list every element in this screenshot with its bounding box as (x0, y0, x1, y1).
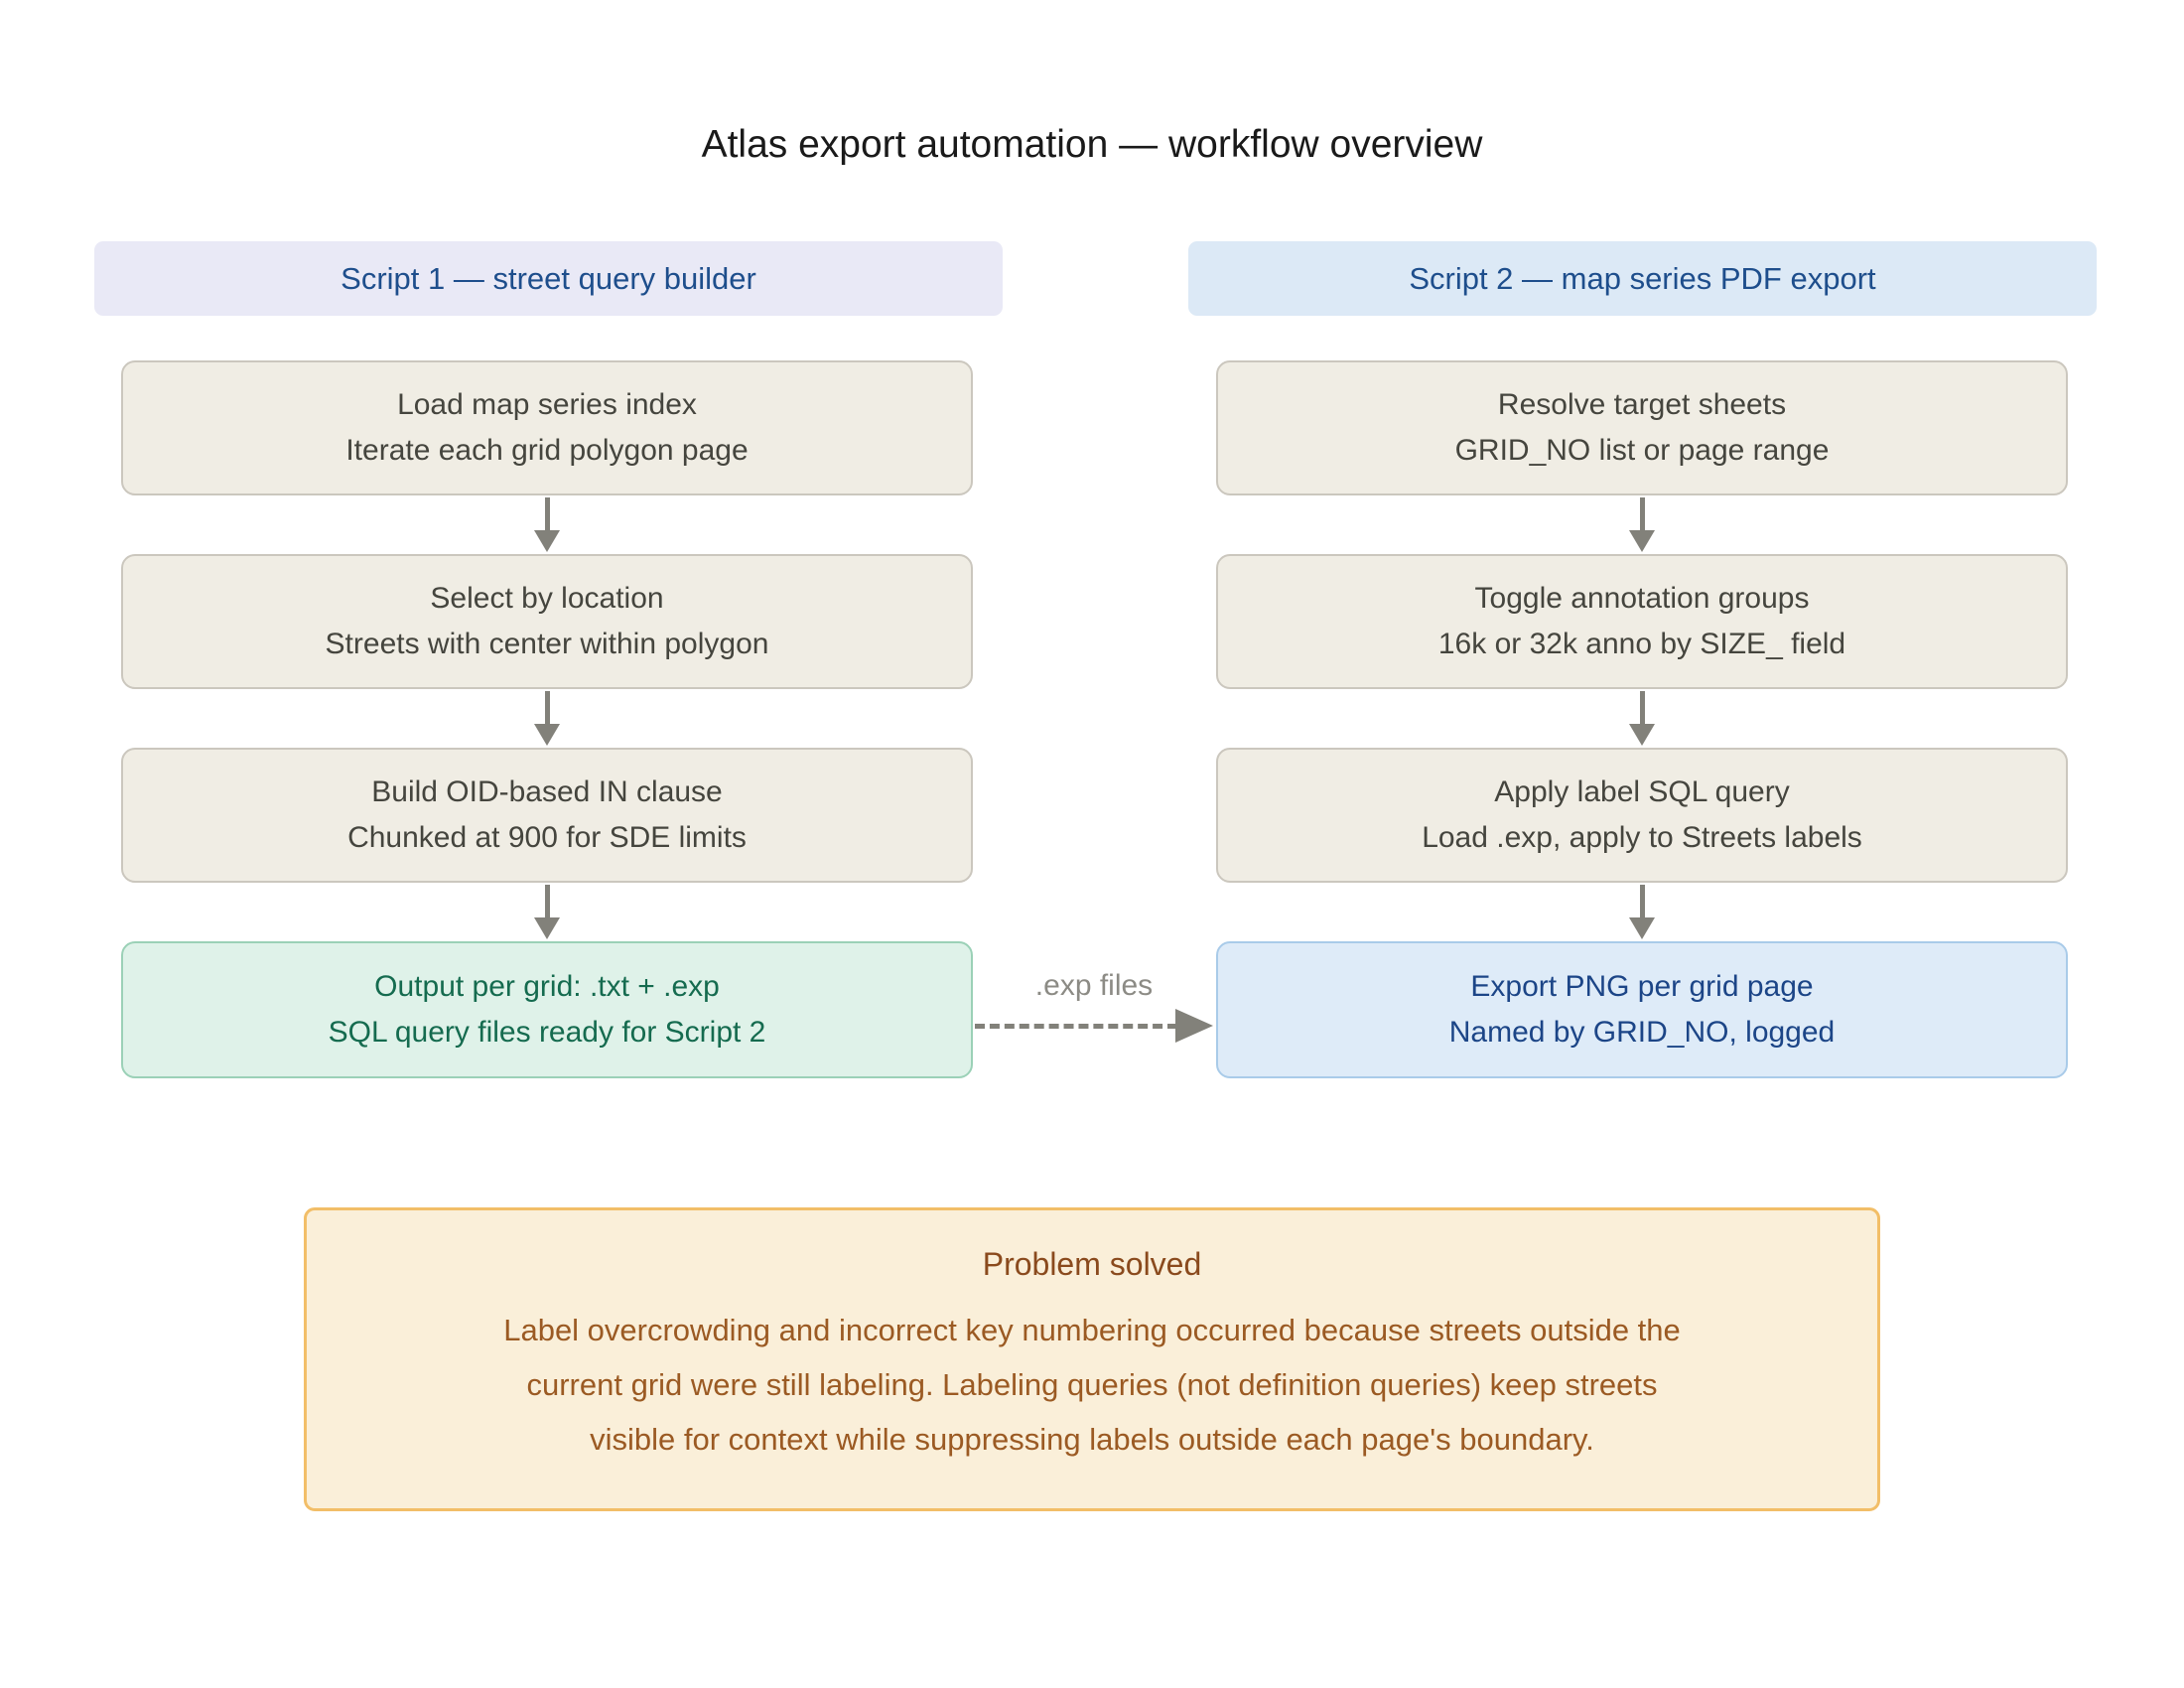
step-subtitle: GRID_NO list or page range (1454, 434, 1830, 467)
down-arrow-icon (1629, 497, 1655, 552)
step-subtitle: Named by GRID_NO, logged (1448, 1016, 1836, 1049)
step-select-by-location: Select by location Streets with center w… (121, 554, 973, 689)
column-header-script-2: Script 2 — map series PDF export (1188, 241, 2097, 316)
step-apply-label-sql-query: Apply label SQL query Load .exp, apply t… (1216, 748, 2068, 883)
down-arrow-icon (534, 885, 560, 939)
step-build-in-clause: Build OID-based IN clause Chunked at 900… (121, 748, 973, 883)
note-body-line: current grid were still labeling. Labeli… (526, 1367, 1658, 1402)
step-subtitle: 16k or 32k anno by SIZE_ field (1437, 628, 1846, 660)
step-title: Toggle annotation groups (1474, 582, 1810, 615)
step-subtitle: Load .exp, apply to Streets labels (1422, 821, 1862, 854)
step-subtitle: Streets with center within polygon (325, 628, 769, 660)
right-arrow-icon (1175, 1009, 1213, 1043)
dashed-connector-line (975, 1024, 1177, 1029)
note-body-line: visible for context while suppressing la… (590, 1422, 1594, 1457)
step-title: Load map series index (397, 388, 697, 421)
note-title: Problem solved (982, 1246, 1202, 1282)
step-output-per-grid: Output per grid: .txt + .exp SQL query f… (121, 941, 973, 1078)
step-title: Build OID-based IN clause (371, 775, 723, 808)
down-arrow-icon (1629, 885, 1655, 939)
step-title: Select by location (430, 582, 664, 615)
step-resolve-target-sheets: Resolve target sheets GRID_NO list or pa… (1216, 360, 2068, 495)
column-header-script-1: Script 1 — street query builder (94, 241, 1003, 316)
down-arrow-icon (534, 691, 560, 746)
step-export-png-per-grid-page: Export PNG per grid page Named by GRID_N… (1216, 941, 2068, 1078)
down-arrow-icon (534, 497, 560, 552)
step-title: Output per grid: .txt + .exp (374, 970, 720, 1003)
step-toggle-annotation-groups: Toggle annotation groups 16k or 32k anno… (1216, 554, 2068, 689)
connector-label: .exp files (1034, 969, 1154, 1002)
step-subtitle: Iterate each grid polygon page (345, 434, 749, 467)
step-title: Export PNG per grid page (1470, 970, 1814, 1003)
step-load-map-series-index: Load map series index Iterate each grid … (121, 360, 973, 495)
problem-solved-note: Problem solved Label overcrowding and in… (304, 1207, 1880, 1511)
step-subtitle: Chunked at 900 for SDE limits (347, 821, 747, 854)
step-title: Resolve target sheets (1497, 388, 1787, 421)
step-subtitle: SQL query files ready for Script 2 (328, 1016, 766, 1049)
diagram-title: Atlas export automation — workflow overv… (701, 123, 1483, 166)
note-body-line: Label overcrowding and incorrect key num… (503, 1313, 1681, 1347)
step-title: Apply label SQL query (1494, 775, 1790, 808)
down-arrow-icon (1629, 691, 1655, 746)
